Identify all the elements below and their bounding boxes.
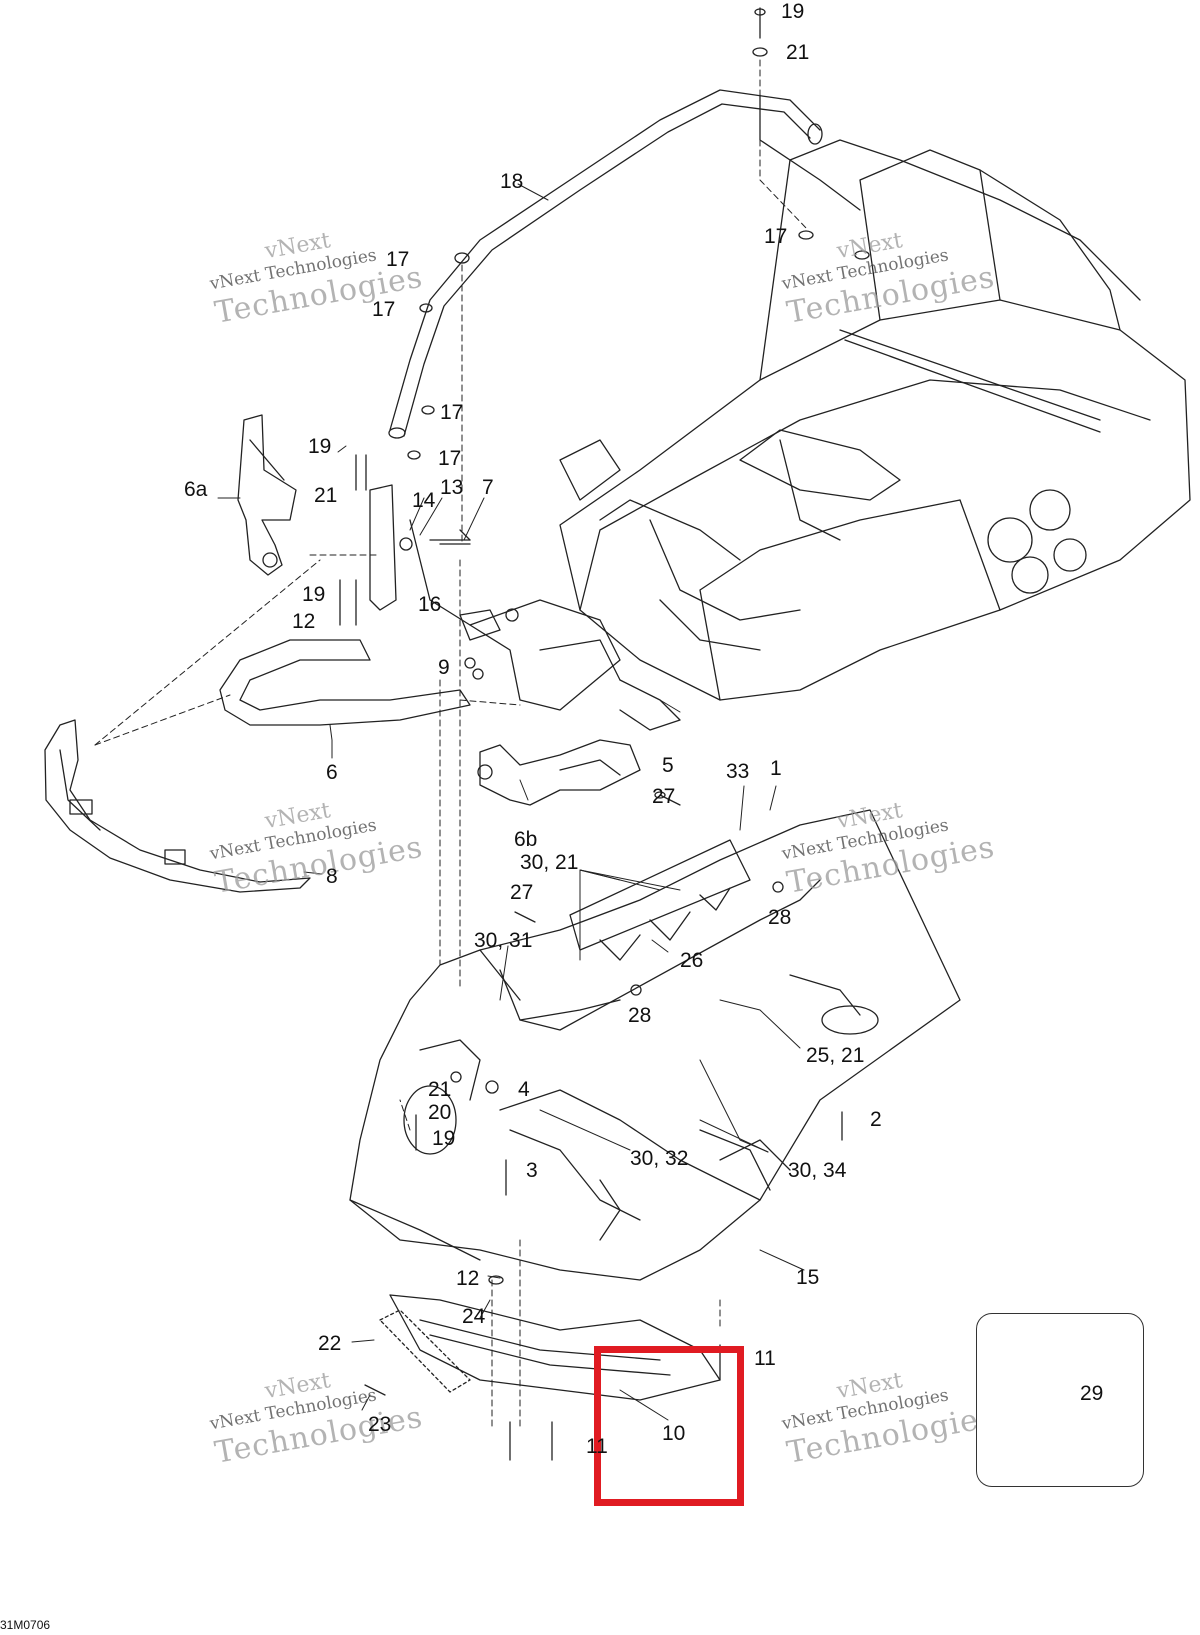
callout-7: 7 [482,476,494,499]
callout-19-mid: 19 [302,583,326,606]
callout-33: 33 [726,760,750,783]
callout-18: 18 [500,170,524,193]
callout-6b: 6b [514,828,538,851]
assembly-guide-lines [94,59,809,1431]
callout-10: 10 [662,1422,686,1445]
bracket-assembly [369,484,681,731]
callout-29: 29 [1080,1382,1104,1405]
callout-21-left: 21 [314,484,338,507]
callout-1-top: 1 [770,757,782,780]
callout-6: 6 [326,761,338,784]
callout-15: 15 [796,1266,820,1289]
callout-28-top: 28 [768,906,792,929]
callout-2: 2 [870,1108,882,1131]
inset-detail-box [976,1313,1144,1487]
callout-14: 14 [412,489,436,512]
callout-12-low: 12 [456,1267,480,1290]
callout-3: 3 [526,1159,538,1182]
callout-13: 13 [440,476,464,499]
highlight-box [594,1346,744,1506]
callout-11-right: 11 [754,1347,776,1370]
callout-22: 22 [318,1332,342,1355]
bumper-loop-6 [219,639,471,726]
callout-27-mid: 27 [510,881,534,904]
handle-tube-18 [388,89,861,439]
chassis-frame [559,139,1191,701]
callout-9: 9 [438,656,450,679]
callout-25-21: 25, 21 [806,1044,865,1067]
diagram-code: 31M0706 [0,1618,51,1632]
callout-4: 4 [518,1078,530,1101]
callout-8: 8 [326,865,338,888]
callout-21-low: 21 [428,1078,452,1101]
callout-12-left: 12 [292,610,316,633]
front-bumper-8 [44,719,311,893]
belly-pan [349,809,961,1281]
callout-6a: 6a [184,478,208,501]
callout-23: 23 [368,1413,392,1436]
bracket-6a [237,414,297,576]
callout-19-top: 19 [781,0,805,23]
callout-27-top: 27 [652,785,676,808]
callout-20: 20 [428,1101,452,1124]
callout-5: 5 [662,754,674,777]
leader-lines [217,183,1043,1421]
fasteners [339,7,870,1461]
callout-17-d: 17 [438,447,462,470]
callout-21-top: 21 [786,41,810,64]
callout-17-c: 17 [440,401,464,424]
callout-17-right: 17 [764,225,788,248]
callout-26: 26 [680,949,704,972]
callout-17-b: 17 [372,298,396,321]
callout-19-low: 19 [432,1127,456,1150]
callout-30-31: 30, 31 [474,929,533,952]
callout-24: 24 [462,1305,486,1328]
callout-30-34: 30, 34 [788,1159,847,1182]
bracket-6b [477,739,641,806]
callout-16: 16 [418,593,442,616]
callout-30-21: 30, 21 [520,851,579,874]
callout-19-left: 19 [308,435,332,458]
callout-30-32: 30, 32 [630,1147,689,1170]
callout-28-mid: 28 [628,1004,652,1027]
callout-11-left: 11 [586,1435,608,1458]
callout-17-a: 17 [386,248,410,271]
